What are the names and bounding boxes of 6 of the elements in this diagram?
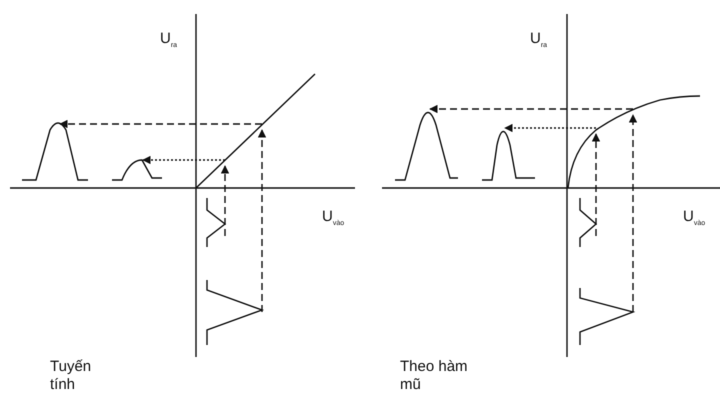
caption: Theo hàm mũ — [400, 358, 469, 394]
axis-label: U$_{vào}$ — [683, 208, 706, 229]
axis-label: U$_{ra}$ — [530, 30, 548, 51]
axis-label: U$_{ra}$ — [160, 30, 178, 51]
axis-label: U$_{vào}$ — [322, 208, 344, 229]
caption: Tuyến tính — [50, 358, 92, 394]
